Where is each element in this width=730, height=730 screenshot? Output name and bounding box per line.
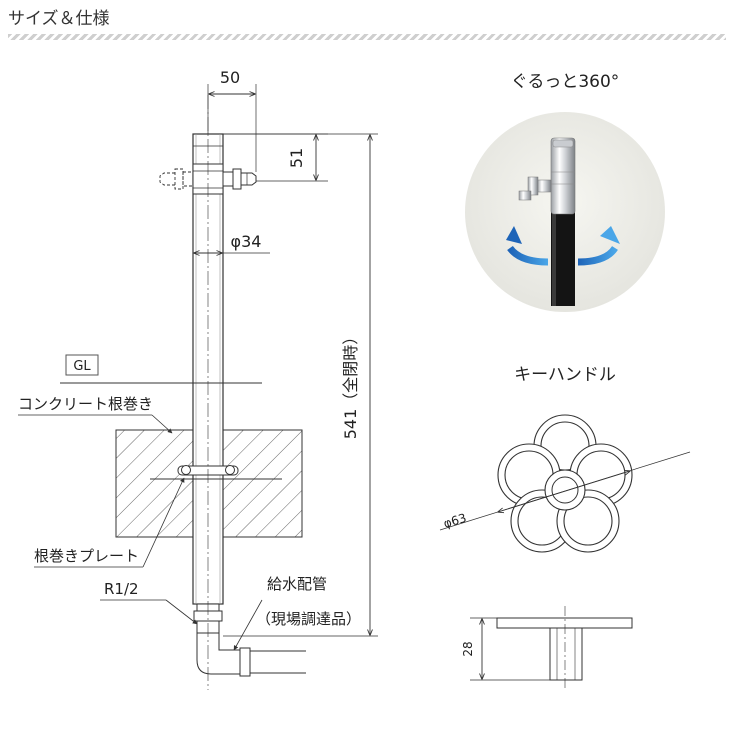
rotation-illustration: ぐるっと360° xyxy=(465,72,665,312)
key-handle-height: 28 xyxy=(461,641,475,656)
page-header: サイズ＆仕様 xyxy=(0,0,730,44)
hose-spout xyxy=(222,171,234,187)
supply-pipe-label: 給水配管 xyxy=(267,575,327,593)
dim-51-label: 51 xyxy=(287,148,306,168)
key-handle-title: キーハンドル xyxy=(514,365,616,385)
dim-phi34-label: φ34 xyxy=(231,232,262,251)
plate-label: 根巻きプレート xyxy=(34,547,139,565)
supply-pipe-note: （現場調達品） xyxy=(256,610,361,628)
dim-541-label: 541（全閉時） xyxy=(341,329,360,440)
dim-50-label: 50 xyxy=(220,68,240,87)
key-handle-top-view: キーハンドル φ63 xyxy=(439,365,691,553)
elbow-joint xyxy=(196,632,241,675)
concrete-label: コンクリート根巻き xyxy=(18,395,153,413)
key-handle-side-view: 28 xyxy=(461,606,633,690)
alt-spout-position xyxy=(159,168,194,190)
gl-label: GL xyxy=(73,359,91,374)
rotation-caption: ぐるっと360° xyxy=(511,72,620,92)
thread-label: R1/2 xyxy=(104,580,139,598)
header-divider xyxy=(8,34,726,40)
page-title: サイズ＆仕様 xyxy=(8,9,110,29)
key-handle-diameter: φ63 xyxy=(442,511,468,531)
faucet-side-view: GL 50 51 φ34 541（全閉時） コンクリート根巻き 根巻きプレート … xyxy=(18,68,378,690)
gl-box xyxy=(65,354,99,376)
